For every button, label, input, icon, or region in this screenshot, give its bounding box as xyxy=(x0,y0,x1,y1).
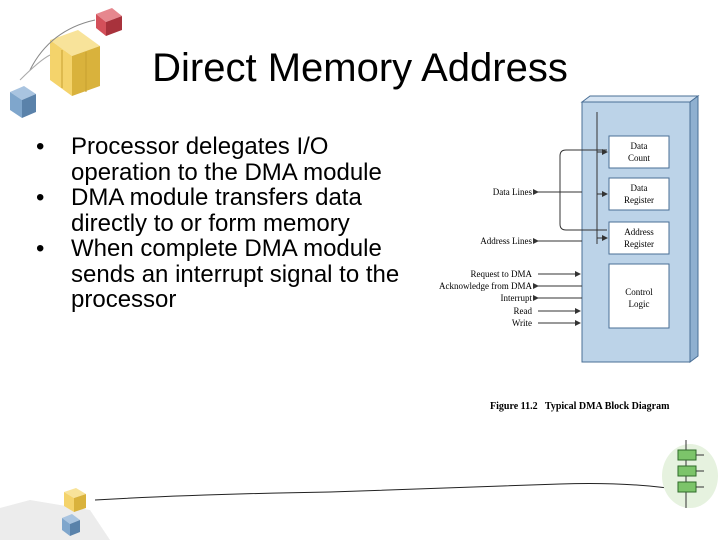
flowchart-icon xyxy=(662,440,718,508)
read-label: Read xyxy=(514,306,533,316)
svg-text:Count: Count xyxy=(628,153,651,163)
svg-text:Data: Data xyxy=(631,183,648,193)
bullet-item: DMA module transfers data directly to or… xyxy=(36,185,426,236)
svg-text:Data: Data xyxy=(631,141,648,151)
cube-yellow xyxy=(50,30,100,96)
cube-yellow xyxy=(64,488,86,512)
svg-text:Register: Register xyxy=(624,195,654,205)
bottom-divider-line xyxy=(94,483,669,501)
data-count-register: Data Count xyxy=(608,135,670,169)
bullet-item: When complete DMA module sends an interr… xyxy=(36,236,426,313)
acknowledge-label: Acknowledge from DMA xyxy=(439,281,532,291)
write-label: Write xyxy=(512,318,532,328)
data-lines-label: Data Lines xyxy=(493,187,533,197)
svg-text:Control: Control xyxy=(625,287,653,297)
bullet-list: Processor delegates I/O operation to the… xyxy=(36,134,426,313)
slide-title: Direct Memory Address xyxy=(152,46,568,90)
data-register: Data Register xyxy=(608,177,670,211)
svg-text:Register: Register xyxy=(624,239,654,249)
address-lines-label: Address Lines xyxy=(480,236,532,246)
building-blocks-icon xyxy=(10,8,122,118)
cube-blue xyxy=(62,514,80,536)
cube-red xyxy=(96,8,122,36)
request-label: Request to DMA xyxy=(471,269,533,279)
svg-text:Address: Address xyxy=(624,227,654,237)
address-register: Address Register xyxy=(608,221,670,255)
figure-caption: Figure 11.2 Typical DMA Block Diagram xyxy=(490,401,670,412)
cube-blue xyxy=(10,86,36,118)
control-logic-block: Control Logic xyxy=(608,263,670,329)
building-blocks-icon xyxy=(0,488,110,540)
bullet-item: Processor delegates I/O operation to the… xyxy=(36,134,426,185)
interrupt-label: Interrupt xyxy=(501,293,533,303)
svg-text:Logic: Logic xyxy=(629,299,650,309)
